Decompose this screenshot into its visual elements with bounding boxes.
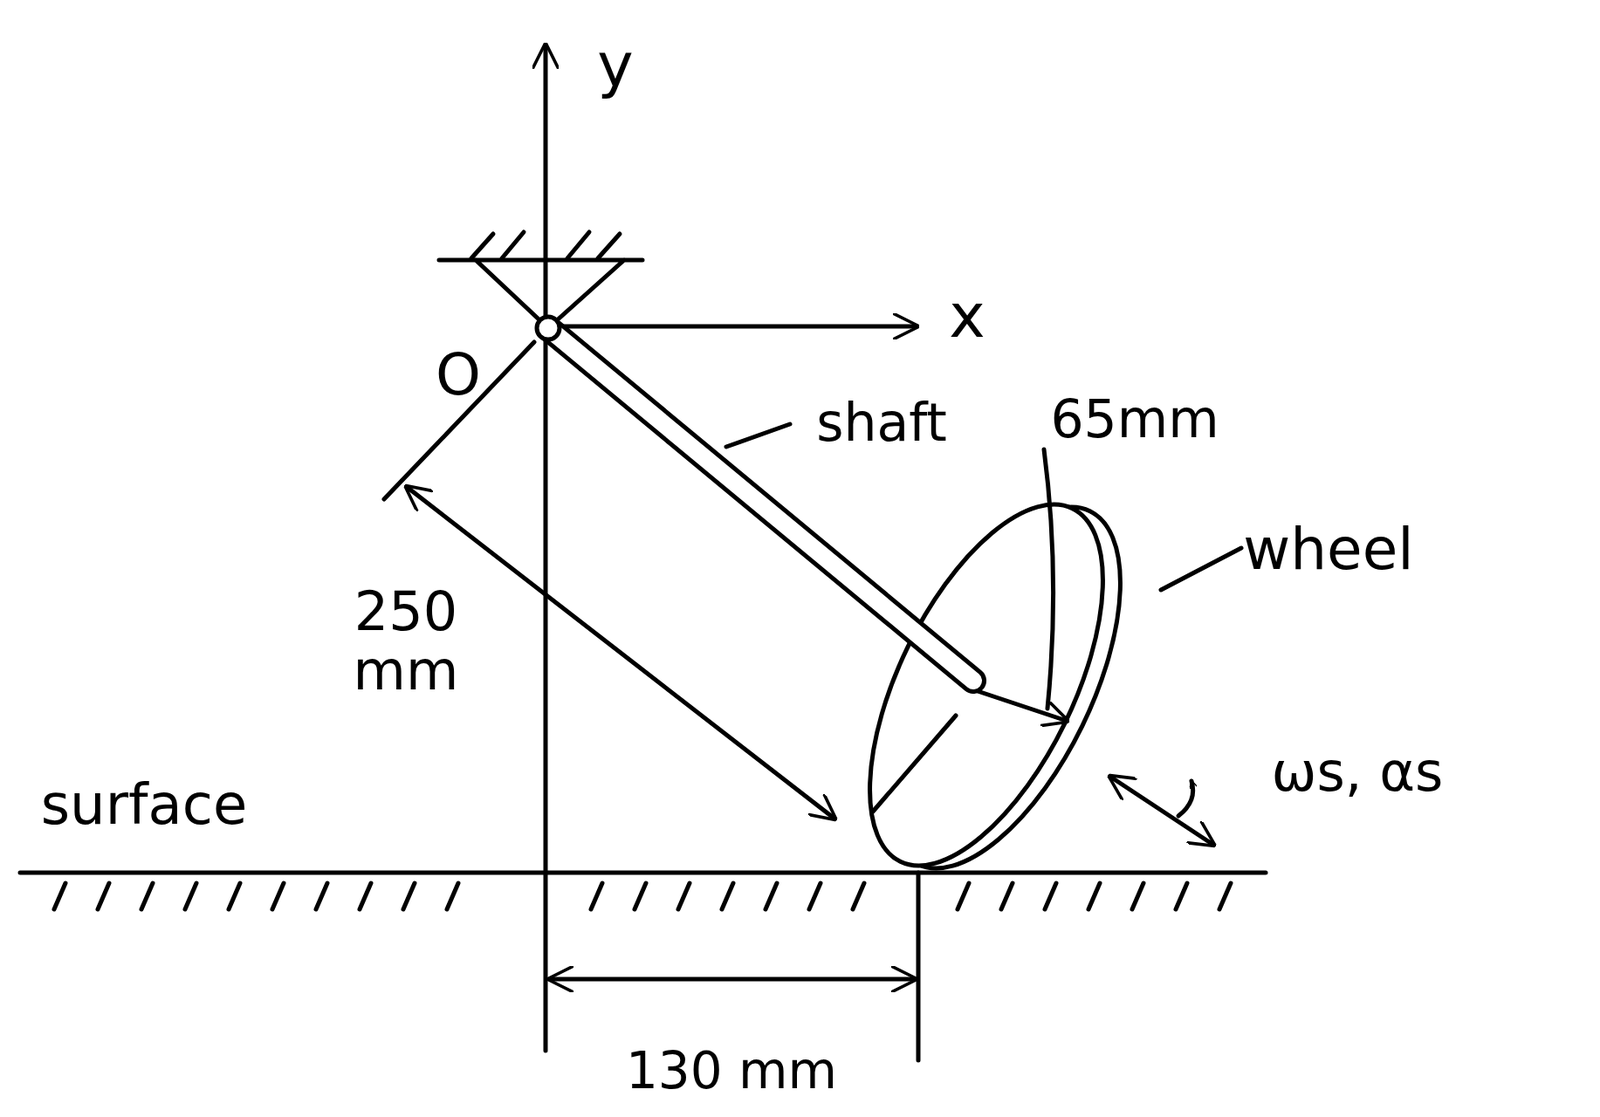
shaft-outline (548, 328, 974, 681)
surface-line (20, 871, 1266, 876)
surface-label: surface (41, 774, 248, 836)
dimension-label: 130 mm (625, 1043, 838, 1100)
radius-line (977, 691, 1067, 722)
rotation-arrow (1110, 776, 1214, 845)
axis-label: x (948, 282, 985, 351)
leader-line (726, 424, 790, 447)
pin-joint (536, 316, 560, 340)
dimension-label: 250 mm (340, 582, 472, 701)
extension-line (916, 872, 921, 1061)
contact-line (872, 715, 956, 812)
motion-label: ωs, αs (1271, 742, 1444, 803)
surface-hatching (54, 883, 1231, 910)
point-label: O (435, 343, 481, 408)
support-hatching (471, 232, 620, 259)
part-name: wheel (1242, 518, 1414, 583)
leader-line (1160, 548, 1242, 591)
dimension-line (549, 977, 915, 982)
rotation-arrow (1178, 781, 1194, 817)
x-axis (548, 324, 917, 330)
dimension-line (406, 487, 835, 819)
y-axis (543, 45, 549, 1051)
dimension-label: 65mm (1050, 390, 1219, 448)
shaft-body (548, 328, 974, 681)
part-name: shaft (816, 393, 948, 452)
axis-label: y (597, 32, 633, 100)
extension-line (384, 342, 535, 500)
leader-line (1043, 449, 1054, 709)
wheel-face (821, 470, 1151, 900)
